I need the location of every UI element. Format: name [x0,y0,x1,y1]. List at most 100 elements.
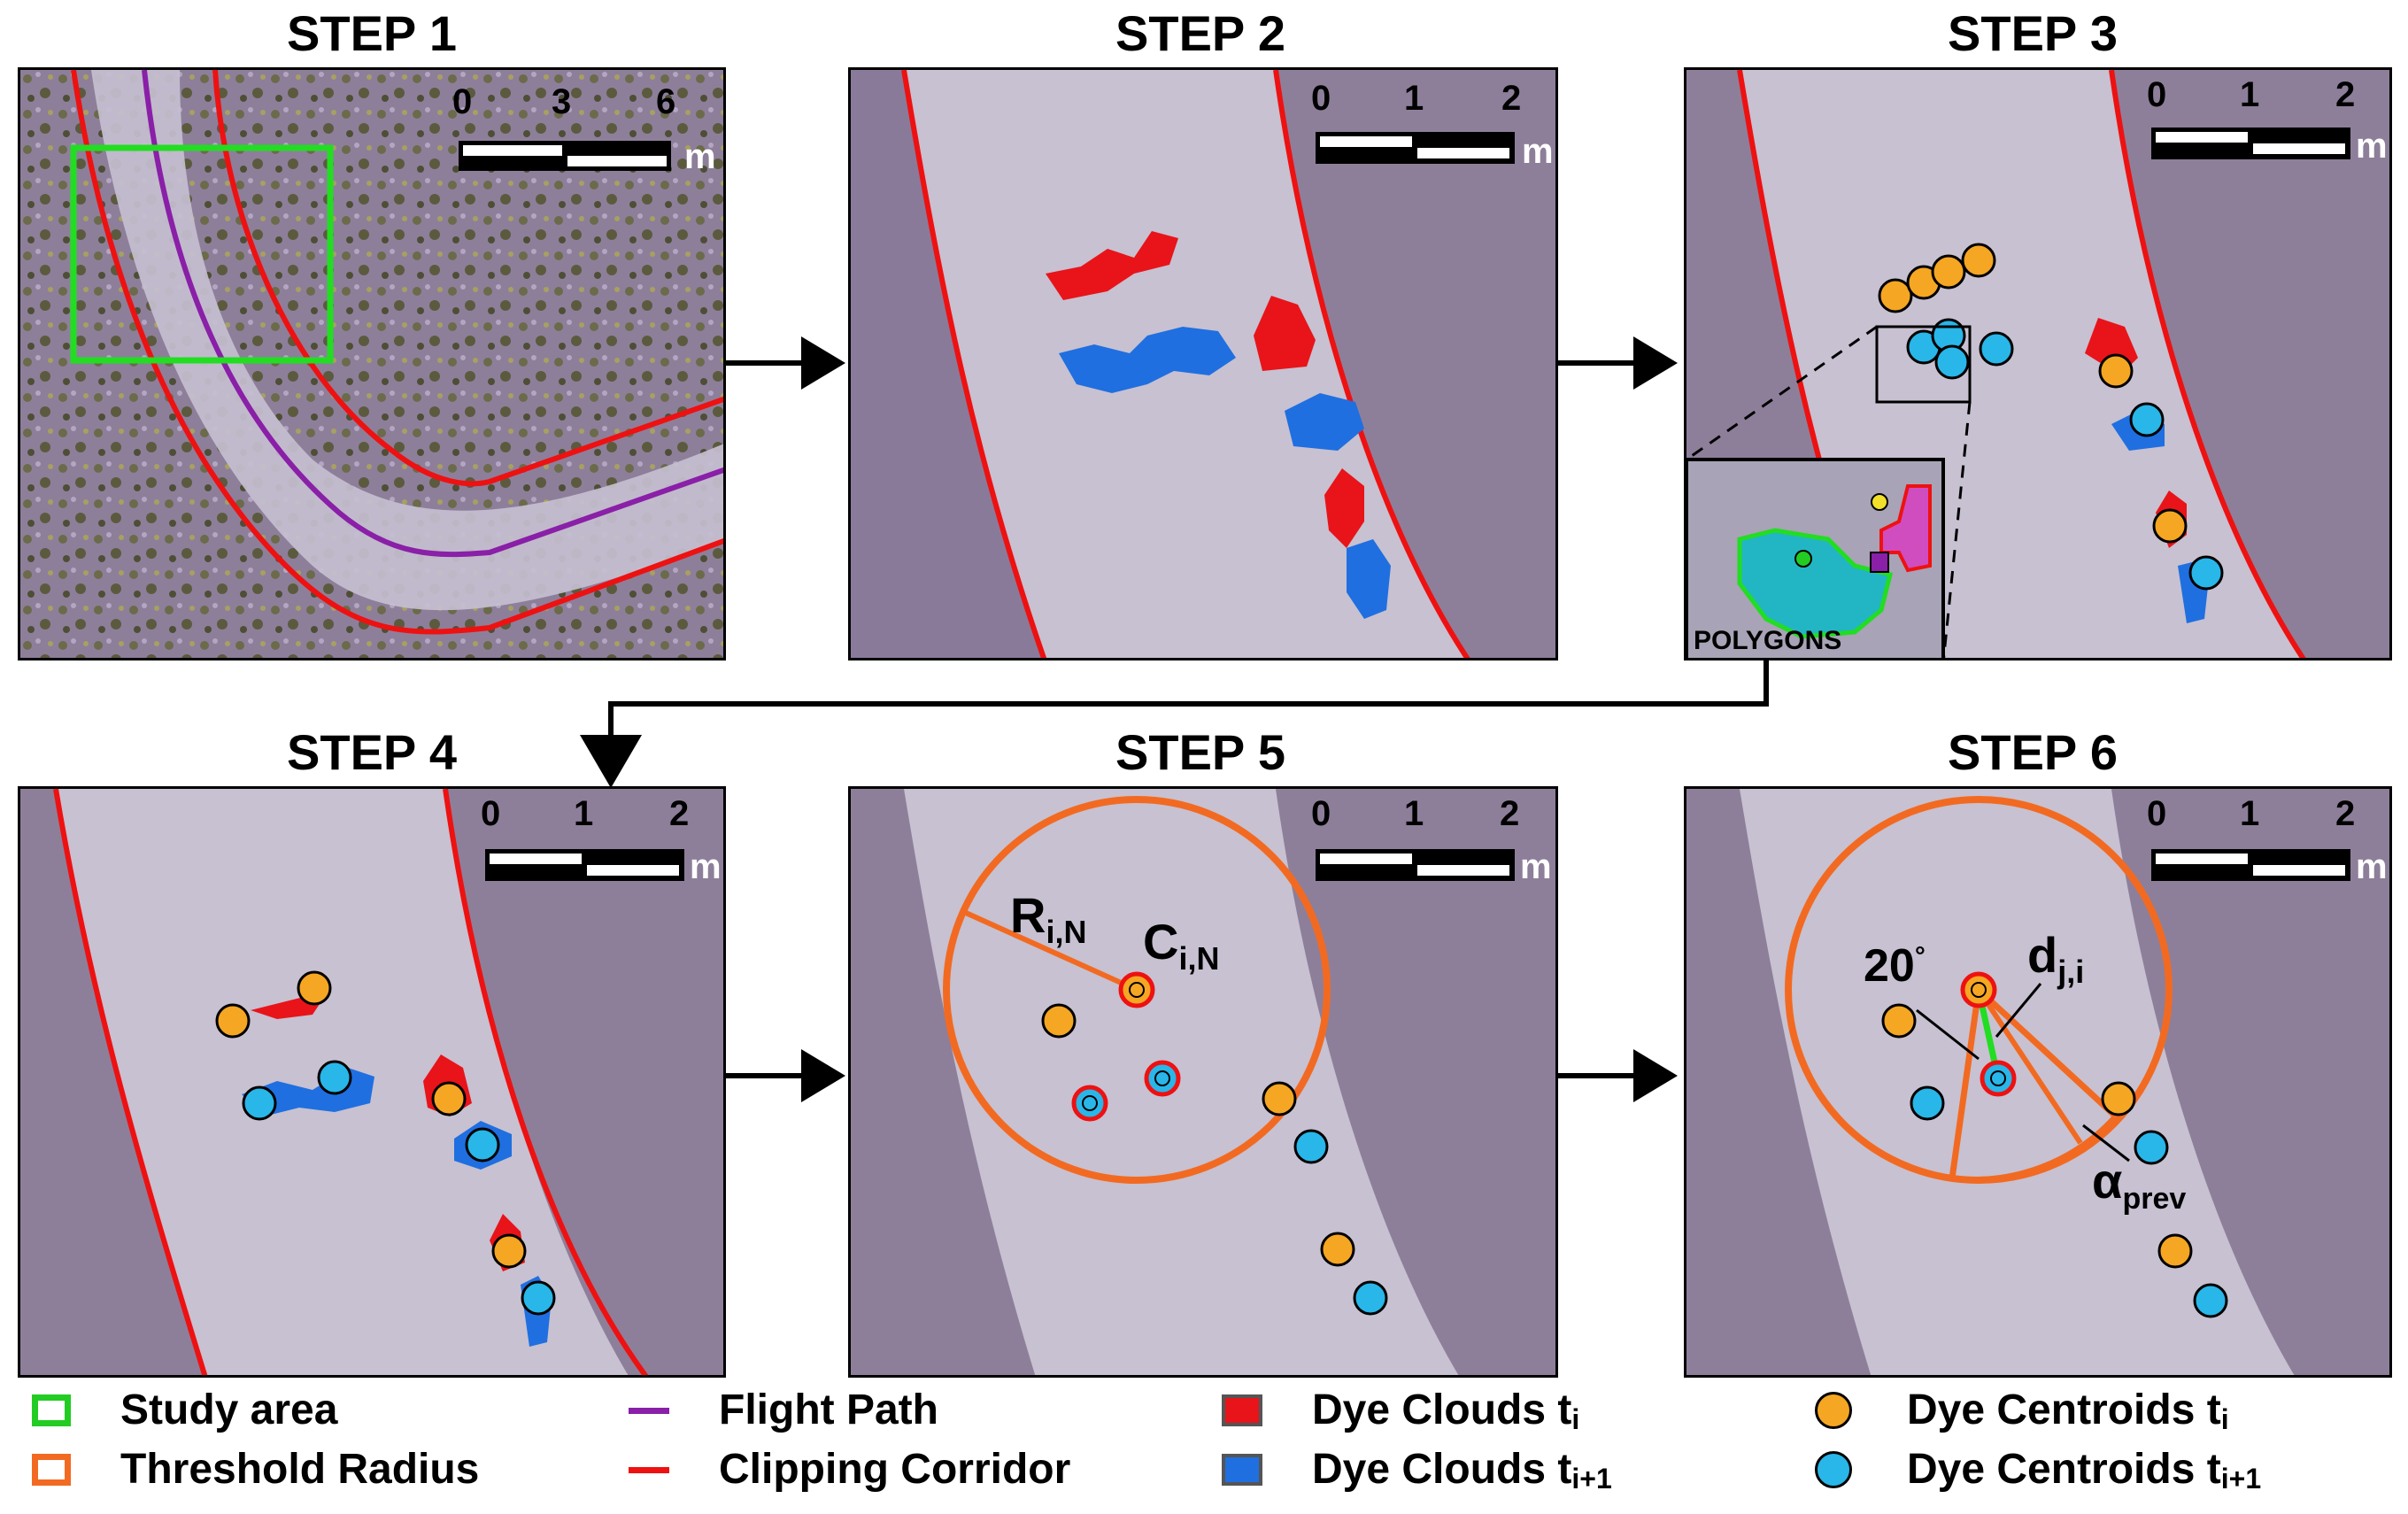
legend-label: Flight Path [719,1386,938,1433]
scale-label-0: 0 [2147,75,2167,114]
polygons-inset [1686,458,1945,658]
scale-unit: m [690,847,722,886]
scale-label-2: 2 [1501,79,1522,118]
dye-cloud-ti [1046,231,1178,300]
step-2-panel: 0 1 2 m [848,67,1558,660]
scale-label-0: 0 [1311,794,1331,833]
centroid-ti [1320,1232,1355,1267]
dye-centroids-ti1-swatch [1815,1451,1852,1488]
alpha-direction [1976,988,2083,1145]
scale-label-2: 2 [2335,75,2356,114]
centroid-ti1 [2188,555,2224,591]
legend-item-clipping-corridor: Clipping Corridor [629,1439,1070,1501]
matched-centroid [1980,1060,2017,1097]
current-centroid [1960,971,1997,1008]
centroid-ti1 [1934,344,1970,380]
arrow-step5-to-step6 [1558,1049,1678,1102]
clipping-corridor-line [901,70,1047,658]
arrow-step2-to-step3 [1558,336,1678,390]
step-6-panel: 20° dj,i αprev 0 1 2 m [1684,786,2392,1378]
step-1-panel: 0 3 6 m [18,67,726,660]
step-4-image [20,789,723,1375]
centroid-ti [2157,1233,2193,1269]
alpha-label: αprev [2092,1153,2187,1217]
clipping-corridor-line [443,789,649,1375]
polygons-label: POLYGONS [1694,626,1842,655]
scale-label-1: 1 [2240,794,2260,833]
step-4-panel: 0 1 2 m [18,786,726,1378]
centroid-ti [1961,243,1996,278]
dye-cloud-ti1 [1059,327,1236,393]
scale-label-1: 1 [1404,79,1424,118]
scale-label-2: 6 [656,82,676,121]
centroid-ti1 [2129,402,2165,437]
centroid-ti1 [1979,331,2014,367]
centroid-ti [215,1003,251,1039]
centroid-ti1 [1910,1085,1945,1121]
dye-centroids-ti-swatch [1815,1392,1852,1429]
legend-label: Dye Centroids ti [1907,1386,2229,1435]
step-6-title: STEP 6 [1948,724,2118,780]
scale-label-2: 2 [669,794,690,833]
scale-label-1: 1 [574,794,594,833]
legend-label: Dye Clouds ti [1312,1386,1580,1435]
step-3-panel: POLYGONS 0 1 2 m [1684,67,2392,660]
centroid-ti [491,1233,527,1269]
clipping-corridor-swatch [629,1454,669,1486]
centroid-ti [1881,1003,1917,1039]
angle-label: 20° [1864,940,1926,992]
step-5-panel: Ri,N Ci,N 0 1 2 m [848,786,1558,1378]
scale-unit: m [1520,847,1552,886]
scale-label-1: 1 [2240,75,2260,114]
scale-bar [459,141,671,171]
step-5-title: STEP 5 [1115,724,1285,780]
legend-item-flight-path: Flight Path [629,1379,938,1441]
centroid-ti [297,970,332,1006]
clipping-corridor-line [2109,70,2306,658]
centroid-ti [1262,1081,1297,1116]
radius-line [964,910,1138,993]
legend-item-dye-clouds-ti1: Dye Clouds ti+1 [1222,1439,1612,1501]
study-area-swatch [32,1394,71,1426]
scale-bar [485,849,684,881]
scale-label-0: 0 [1311,79,1331,118]
legend-item-dye-centroids-ti1: Dye Centroids ti+1 [1815,1439,2261,1501]
radius-label: Ri,N [1010,887,1087,951]
scale-label-2: 2 [2335,794,2356,833]
scale-bar [1316,132,1515,164]
scale-unit: m [684,137,716,176]
centroid-ti1 [2193,1283,2228,1318]
clipping-corridor-line [71,70,723,635]
flight-path-line [142,70,723,558]
centroid-ti1 [317,1060,352,1095]
step-6-image [1686,789,2389,1375]
scale-unit: m [2356,127,2388,166]
scale-label-1: 3 [552,82,572,121]
scale-label-0: 0 [2147,794,2167,833]
centroid-ti [2101,1081,2136,1116]
scale-bar [1316,849,1515,881]
clipping-corridor-line [212,70,723,487]
legend-item-dye-centroids-ti: Dye Centroids ti [1815,1379,2229,1441]
centroid-ti1 [1353,1280,1388,1316]
step-5-image [851,789,1555,1375]
step-1-image [20,70,723,658]
scale-unit: m [1522,132,1554,171]
dye-cloud-ti1 [1285,393,1364,451]
threshold-radius-circle [943,796,1331,1184]
centroid-ti [1878,278,1913,313]
legend-label: Dye Clouds ti+1 [1312,1445,1612,1495]
legend-label: Threshold Radius [120,1445,480,1493]
scale-label-0: 0 [481,794,501,833]
centroid-ti1 [2134,1130,2169,1165]
step-3-title: STEP 3 [1948,5,2118,61]
step-3-image [1686,70,2389,658]
legend-label: Clipping Corridor [719,1445,1071,1493]
legend-item-dye-clouds-ti: Dye Clouds ti [1222,1379,1579,1441]
dye-cloud-ti [1254,296,1316,371]
step-2-image [851,70,1555,658]
arrow-step4-to-step5 [726,1049,845,1102]
legend-item-study-area: Study area [32,1379,337,1441]
